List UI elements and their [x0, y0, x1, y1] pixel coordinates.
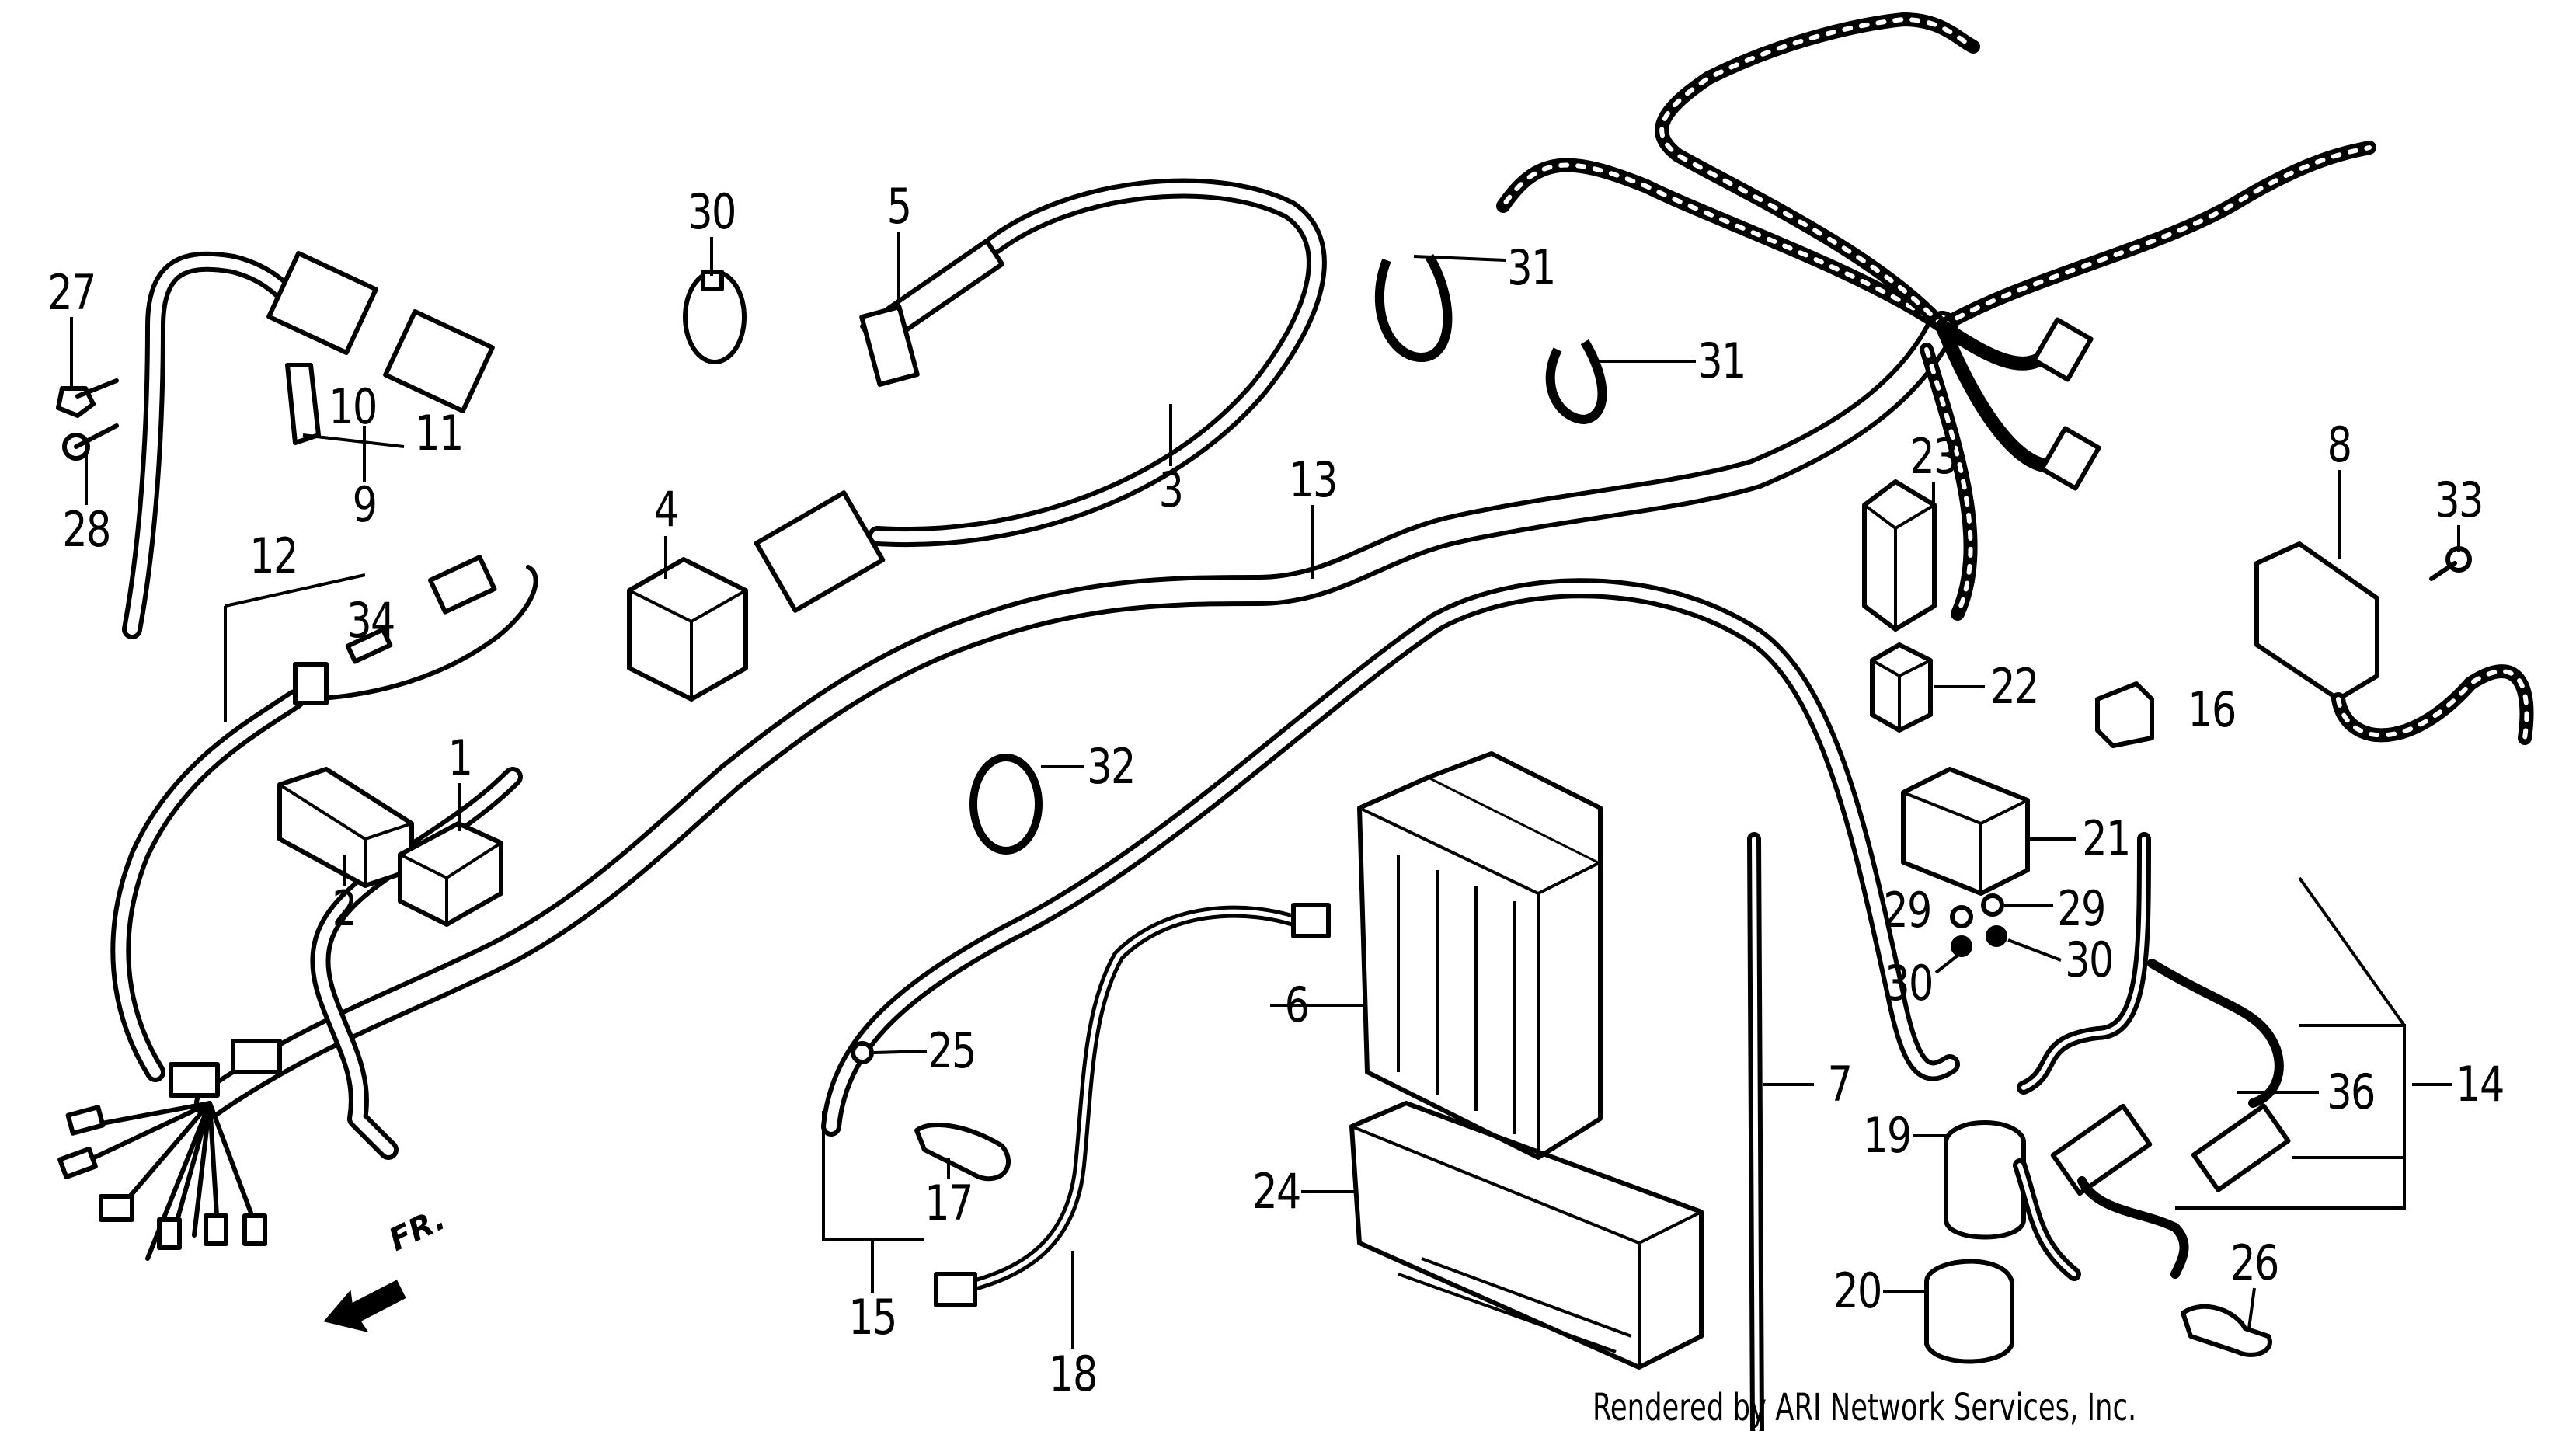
bolt-34[interactable]: [2429, 546, 2472, 581]
callout-7[interactable]: 7: [1827, 1056, 1853, 1112]
relay-22[interactable]: [1870, 642, 1933, 733]
breather-tube[interactable]: [1747, 832, 1764, 1431]
callout-36[interactable]: 36: [2327, 1064, 2376, 1120]
callout-19[interactable]: 19: [1863, 1107, 1912, 1164]
wire-band-31a[interactable]: [683, 270, 747, 364]
screw-28[interactable]: [62, 423, 119, 461]
callout-28[interactable]: 28: [62, 501, 111, 558]
callout-30b[interactable]: 30: [2065, 931, 2114, 988]
callout-17[interactable]: 17: [924, 1175, 973, 1231]
callout-25[interactable]: 25: [928, 1022, 976, 1079]
watermark: Rendered by ARI Network Services, Inc.: [1593, 1386, 2137, 1429]
callout-11[interactable]: 11: [415, 405, 464, 461]
wire-band-32[interactable]: [1374, 253, 1453, 362]
callout-2[interactable]: 2: [332, 880, 357, 937]
ground-cable[interactable]: [934, 903, 1331, 1307]
terminal-cover-16[interactable]: [2095, 681, 2154, 748]
callout-10[interactable]: 10: [329, 378, 378, 435]
nut-25[interactable]: [851, 1041, 874, 1064]
callout-20[interactable]: 20: [1833, 1262, 1882, 1319]
fuse-35[interactable]: [345, 627, 393, 664]
callout-22[interactable]: 22: [1990, 658, 2039, 715]
callout-6[interactable]: 6: [1284, 977, 1310, 1033]
callout-23[interactable]: 23: [1909, 428, 1958, 485]
callout-9[interactable]: 9: [352, 476, 378, 533]
relay-23[interactable]: [1862, 479, 1937, 632]
bracket-14: [2175, 876, 2406, 1210]
rear-harness-branches: [1496, 12, 2376, 621]
callout-31a[interactable]: 30: [688, 183, 736, 240]
front-direction-arrow-icon: [323, 1280, 406, 1333]
callout-31b[interactable]: 31: [1697, 333, 1746, 389]
bolt-27[interactable]: [56, 378, 119, 418]
wire-band-33[interactable]: [969, 754, 1043, 855]
relay-block[interactable]: [627, 557, 748, 702]
starter-relay-switch[interactable]: [2050, 959, 2284, 1279]
callout-14[interactable]: 14: [2456, 1056, 2505, 1112]
callout-34[interactable]: 33: [2435, 472, 2484, 528]
callout-29b[interactable]: 29: [2057, 880, 2106, 937]
battery-holder[interactable]: [1349, 1101, 1704, 1370]
terminal-boot-17[interactable]: [914, 1122, 1011, 1182]
fuse-holder[interactable]: [2191, 1103, 2291, 1192]
callout-32[interactable]: 31: [1507, 239, 1556, 296]
callout-4[interactable]: 4: [653, 481, 679, 538]
callout-8[interactable]: 8: [2327, 416, 2352, 473]
main-wire-harness[interactable]: [194, 311, 1958, 1119]
socket-assembly[interactable]: [122, 250, 495, 639]
clip-26[interactable]: [2181, 1304, 2272, 1357]
callout-27[interactable]: 27: [47, 264, 96, 321]
callout-13[interactable]: 13: [1289, 451, 1338, 508]
battery[interactable]: [1357, 751, 1603, 1160]
nut-29b[interactable]: [1981, 893, 2004, 917]
callout-21[interactable]: 21: [2082, 810, 2131, 867]
callout-18[interactable]: 18: [1049, 1346, 1098, 1402]
callout-1[interactable]: 1: [447, 729, 473, 786]
control-unit-1[interactable]: [398, 821, 503, 927]
callout-12[interactable]: 12: [249, 527, 298, 584]
callout-16[interactable]: 16: [2188, 681, 2237, 738]
washer-30b[interactable]: [1986, 925, 2007, 947]
relay-cover-21[interactable]: [1901, 767, 2030, 896]
callout-35[interactable]: 34: [346, 592, 395, 649]
high-tension-lead[interactable]: [754, 178, 1327, 613]
callout-3[interactable]: 3: [1158, 461, 1184, 518]
harness-front-connectors: [57, 1101, 267, 1261]
nut-29a[interactable]: [1950, 905, 1973, 928]
callout-30a[interactable]: 30: [1885, 955, 1934, 1011]
wire-band-31b[interactable]: [1545, 339, 1607, 424]
starter-solenoid[interactable]: [1944, 1120, 2026, 1240]
leader-lines: [70, 232, 2460, 1349]
washer-30a[interactable]: [1951, 935, 1972, 957]
callout-33[interactable]: 32: [1087, 738, 1136, 795]
callout-24[interactable]: 24: [1252, 1163, 1301, 1220]
callout-5[interactable]: 5: [886, 178, 912, 235]
regulator-rectifier[interactable]: [2254, 541, 2534, 745]
solenoid-leads: [2013, 832, 2151, 1281]
spark-plug-cap[interactable]: [859, 238, 1004, 387]
rubber-mount[interactable]: [1924, 1259, 2014, 1364]
battery-positive-cable[interactable]: [821, 578, 1960, 1137]
callout-29a[interactable]: 29: [1883, 882, 1932, 938]
callout-15[interactable]: 15: [848, 1289, 897, 1346]
callout-26[interactable]: 26: [2230, 1234, 2279, 1291]
